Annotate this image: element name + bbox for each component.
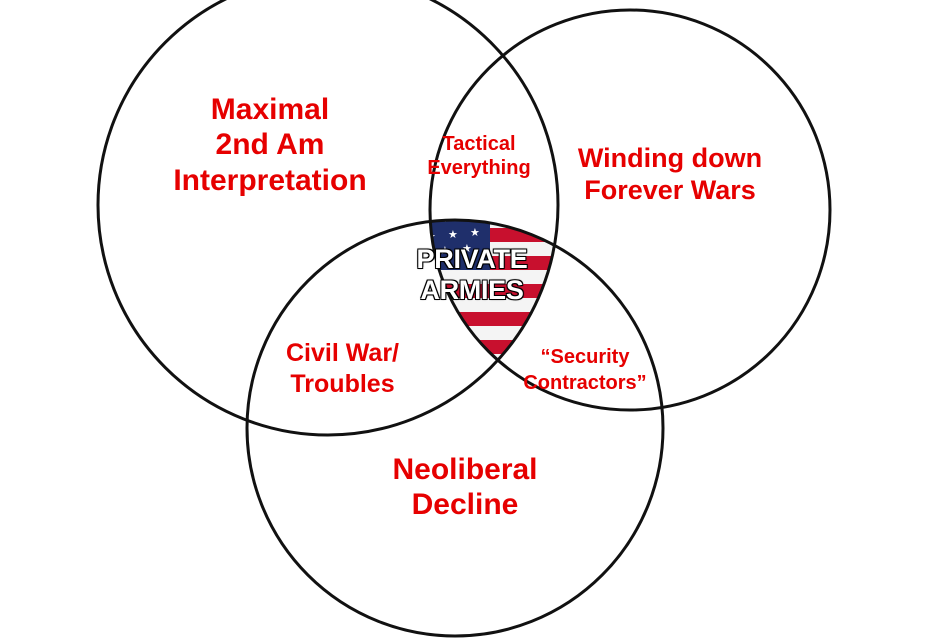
label-line: Forever Wars — [584, 174, 756, 205]
label-line: Everything — [427, 156, 531, 179]
label-tactical-everything: Tactical Everything — [404, 133, 554, 180]
label-line: Neoliberal — [392, 453, 538, 486]
label-line: Civil War/ — [286, 339, 399, 367]
label-forever-wars: Winding down Forever Wars — [555, 143, 785, 207]
label-line: 2nd Am — [215, 128, 325, 162]
label-line: ARMIES — [420, 274, 525, 306]
label-line: Tactical — [442, 133, 516, 155]
label-line: Contractors” — [523, 372, 647, 394]
circle-bottom — [245, 218, 665, 638]
label-line: Interpretation — [173, 163, 367, 197]
svg-text:★: ★ — [458, 211, 468, 224]
label-security-contractors: “Security Contractors” — [500, 344, 670, 396]
label-maximal-2nd-am: Maximal 2nd Am Interpretation — [150, 92, 390, 198]
circle-left — [96, 0, 560, 437]
svg-text:★: ★ — [470, 226, 480, 239]
label-line: “Security — [540, 346, 630, 368]
svg-text:★: ★ — [438, 212, 448, 225]
label-neoliberal-decline: Neoliberal Decline — [360, 452, 570, 523]
label-private-armies: PRIVATE ARMIES — [392, 243, 552, 306]
svg-text:★: ★ — [440, 244, 450, 257]
label-line: Maximal — [210, 93, 330, 126]
label-line: Winding down — [577, 143, 763, 173]
svg-text:★: ★ — [462, 242, 472, 255]
label-civil-war: Civil War/ Troubles — [265, 338, 420, 401]
label-line: PRIVATE — [416, 243, 528, 274]
svg-text:★: ★ — [448, 228, 458, 241]
label-line: Decline — [411, 488, 519, 522]
circle-right — [428, 8, 832, 412]
label-line: Troubles — [290, 370, 395, 399]
